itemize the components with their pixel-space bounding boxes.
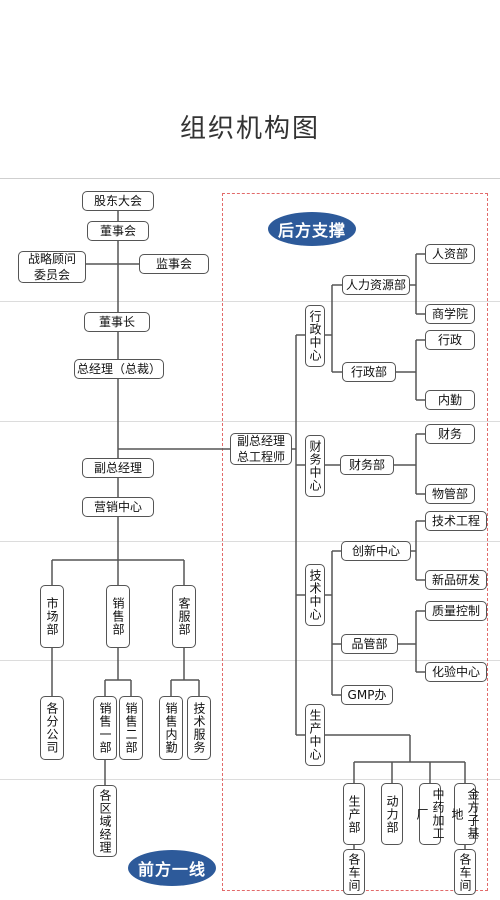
node-finance-dept: 财务部 <box>340 455 394 475</box>
node-new-product-rd: 新品研发 <box>425 570 487 590</box>
band-divider <box>0 421 500 422</box>
node-service-dept: 客服部 <box>172 585 196 648</box>
node-sales-dept: 销售部 <box>106 585 130 648</box>
node-region-managers: 各区域经理 <box>93 785 117 857</box>
node-workshops: 各车间 <box>454 849 476 895</box>
node-hr-dept: 人力资源部 <box>342 275 410 295</box>
node-production-dept: 生产部 <box>343 783 365 845</box>
node-shareholders: 股东大会 <box>82 191 154 211</box>
back-support-label: 后方支撑 <box>268 212 356 246</box>
node-quality-control: 质量控制 <box>425 601 487 621</box>
node-chairman: 董事长 <box>84 312 150 332</box>
page-title: 组织机构图 <box>179 114 320 144</box>
node-admin-dept: 行政部 <box>342 362 396 382</box>
node-power-dept: 动力部 <box>381 783 403 845</box>
node-sales-internal: 销售内勤 <box>159 696 183 760</box>
band-divider <box>0 779 500 780</box>
node-jinfangzi-base: 金方子基地 <box>450 783 480 845</box>
node-market-dept: 市场部 <box>40 585 64 648</box>
node-gmp-office: GMP办 <box>341 685 393 705</box>
node-sales-2: 销售二部 <box>119 696 143 760</box>
node-business-school: 商学院 <box>425 304 475 324</box>
node-workshops: 各车间 <box>343 849 365 895</box>
node-branch-companies: 各分公司 <box>40 696 64 760</box>
node-admin: 行政 <box>425 330 475 350</box>
node-tcm-factory: 中药加工厂 <box>415 783 445 845</box>
node-goods-dept: 物管部 <box>425 484 475 504</box>
node-quality-dept: 品管部 <box>341 634 398 654</box>
node-lab-center: 化验中心 <box>425 662 487 682</box>
band-divider <box>0 541 500 542</box>
node-marketing-center: 营销中心 <box>82 497 154 517</box>
node-strategy-committee: 战略顾问 委员会 <box>18 251 86 283</box>
band-divider <box>0 660 500 661</box>
node-finance: 财务 <box>425 424 475 444</box>
front-line-label: 前方一线 <box>128 850 216 886</box>
band-divider-top <box>0 178 500 179</box>
node-sales-1: 销售一部 <box>93 696 117 760</box>
node-supervisors: 监事会 <box>139 254 209 274</box>
node-production-center: 生产中心 <box>305 704 325 766</box>
node-logistics: 内勤 <box>425 390 475 410</box>
node-tech-engineering: 技术工程 <box>425 511 487 531</box>
band-divider <box>0 301 500 302</box>
node-board: 董事会 <box>87 221 149 241</box>
node-vice-general-manager: 副总经理 <box>82 458 154 478</box>
node-finance-center: 财务中心 <box>305 435 325 497</box>
node-tech-center: 技术中心 <box>305 564 325 626</box>
node-innovation-center: 创新中心 <box>341 541 411 561</box>
node-general-manager: 总经理（总裁） <box>74 359 164 379</box>
node-admin-center: 行政中心 <box>305 305 325 367</box>
node-tech-service: 技术服务 <box>187 696 211 760</box>
node-deputy-chief-engineer: 副总经理 总工程师 <box>230 433 292 465</box>
node-hr-sub: 人资部 <box>425 244 475 264</box>
